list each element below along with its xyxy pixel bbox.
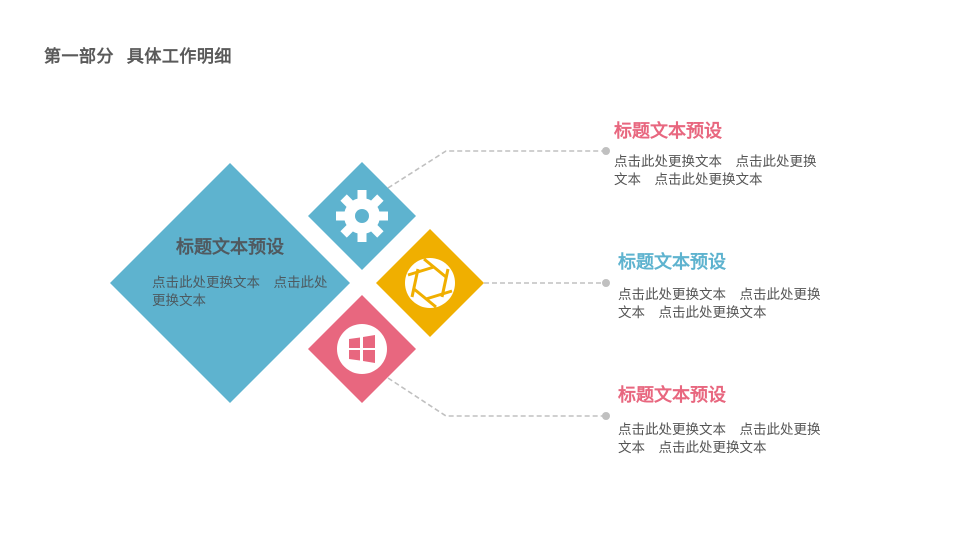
main-description: 点击此处更换文本 点击此处更换文本 [152, 275, 328, 309]
connector-lines [387, 150, 606, 417]
connector-dot-middle [602, 279, 610, 287]
item-description: 点击此处更换文本 点击此处更换文本 点击此处更换文本 [618, 287, 821, 321]
item-description: 点击此处更换文本 点击此处更换文本 点击此处更换文本 [614, 154, 817, 188]
item-3: 标题文本预设 点击此处更换文本 点击此处更换文本 点击此处更换文本 [618, 385, 848, 457]
tile-windows [308, 295, 416, 403]
item-description: 点击此处更换文本 点击此处更换文本 点击此处更换文本 [618, 422, 821, 456]
main-title: 标题文本预设 [176, 237, 284, 258]
tile-gear [308, 162, 416, 270]
item-1: 标题文本预设 点击此处更换文本 点击此处更换文本 点击此处更换文本 [614, 121, 844, 189]
tile-aperture [376, 229, 484, 337]
gear-icon [336, 190, 388, 242]
connector-dot-bottom [602, 412, 610, 420]
connector-top [387, 150, 606, 189]
connector-dot-top [602, 147, 610, 155]
item-title: 标题文本预设 [618, 252, 726, 273]
item-title: 标题文本预设 [618, 385, 726, 406]
page-title: 第一部分 具体工作明细 [44, 47, 232, 67]
connector-bottom [387, 377, 606, 417]
main-diamond [110, 163, 350, 403]
item-2: 标题文本预设 点击此处更换文本 点击此处更换文本 点击此处更换文本 [618, 252, 848, 322]
windows-icon [337, 324, 387, 374]
item-title: 标题文本预设 [614, 121, 722, 142]
aperture-icon [405, 257, 455, 309]
